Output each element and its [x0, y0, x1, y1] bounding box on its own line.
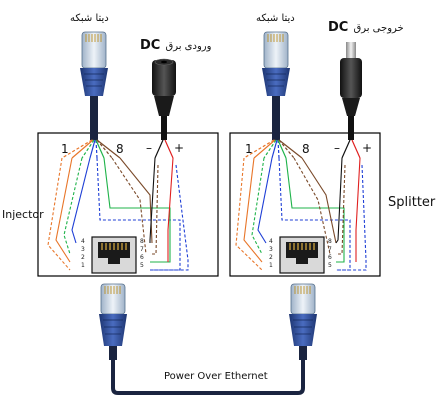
splitter-rj45-pin: 7	[328, 246, 332, 253]
splitter-minus: –	[334, 141, 340, 155]
splitter-dc-label-group: DC خروجی برق	[328, 16, 404, 35]
injector-rj45-pin: 4	[81, 238, 85, 245]
splitter-box	[229, 132, 381, 277]
injector-plus: +	[174, 141, 185, 155]
injector-box	[37, 132, 219, 277]
splitter-unit	[229, 31, 381, 277]
splitter-data-label: دیتا شبکه	[256, 13, 295, 24]
injector-pin-first: 1	[61, 142, 69, 156]
splitter-pin-last: 8	[302, 142, 310, 156]
injector-side-label: Injector	[2, 208, 44, 221]
splitter-side-label: Splitter	[388, 195, 436, 210]
splitter-rj45-pin: 4	[269, 238, 273, 245]
splitter-left-wires	[235, 157, 273, 271]
poe-cable-label: Power Over Ethernet	[164, 371, 268, 382]
injector-rj45-pin: 7	[140, 246, 144, 253]
splitter-rj45-pin: 2	[269, 254, 273, 261]
splitter-dc-label-fa: خروجی برق	[353, 23, 404, 34]
injector-dc-jack	[152, 58, 176, 140]
poe-cable	[99, 283, 317, 395]
splitter-rj45-pin: 5	[328, 262, 332, 269]
splitter-rj45-pin: 1	[269, 262, 273, 269]
injector-rj45-pin: 5	[140, 262, 144, 269]
injector-left-wires	[47, 157, 91, 271]
poe-left-rj45-plug	[99, 283, 127, 360]
splitter-dc-label: DC	[328, 20, 349, 35]
splitter-right-wires	[278, 157, 367, 271]
injector-rj45-jack	[91, 236, 137, 274]
poe-right-rj45-plug	[289, 283, 317, 360]
splitter-top-rj45-plug	[262, 31, 290, 140]
injector-dc-label-fa: ورودی برق	[165, 41, 212, 52]
injector-rj45-pin: 8	[140, 238, 144, 245]
injector-rj45-pin: 6	[140, 254, 144, 261]
poe-cable-line	[111, 360, 305, 395]
injector-dc-label-group: DC ورودی برق	[140, 34, 211, 53]
injector-pin-last: 8	[116, 142, 124, 156]
splitter-fan-wires	[243, 139, 361, 159]
splitter-rj45-pin: 8	[328, 238, 332, 245]
injector-unit	[37, 31, 219, 277]
injector-dc-label: DC	[140, 38, 161, 53]
injector-rj45-pin: 1	[81, 262, 85, 269]
splitter-dc-plug	[340, 42, 362, 140]
splitter-pin-first: 1	[245, 142, 253, 156]
injector-rj45-pin: 3	[81, 246, 85, 253]
injector-top-rj45-plug	[80, 31, 108, 140]
injector-minus: –	[146, 141, 152, 155]
splitter-rj45-pin: 6	[328, 254, 332, 261]
splitter-plus: +	[362, 141, 373, 155]
injector-right-wires	[96, 157, 189, 271]
injector-fan-wires	[61, 139, 174, 159]
splitter-rj45-jack	[279, 236, 325, 274]
splitter-rj45-pin: 3	[269, 246, 273, 253]
injector-rj45-pin: 2	[81, 254, 85, 261]
injector-data-label: دیتا شبکه	[70, 13, 109, 24]
